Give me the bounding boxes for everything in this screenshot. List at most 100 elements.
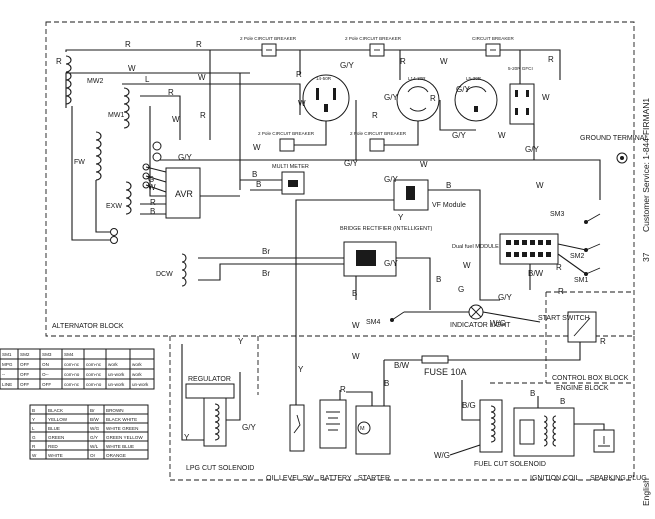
- lpg-cut-solenoid: LPG CUT SOLENOID: [186, 397, 254, 472]
- svg-text:W: W: [172, 115, 180, 124]
- svg-text:B: B: [352, 289, 357, 298]
- svg-text:R: R: [558, 287, 564, 296]
- wire-R-starter: [346, 391, 373, 406]
- switch-table-value: OFF: [20, 372, 29, 377]
- winding-fw: FW: [74, 131, 102, 181]
- multi-meter-label: MULTI METER: [272, 164, 309, 170]
- color-legend-name: RED: [48, 444, 58, 449]
- svg-text:R: R: [125, 40, 131, 49]
- bridge-rectifier-label: BRIDGE RECTIFIER (INTELLIGENT): [340, 226, 432, 232]
- svg-text:R: R: [400, 57, 406, 66]
- bridge-rectifier: BRIDGE RECTIFIER (INTELLIGENT): [340, 226, 432, 277]
- ground-terminal-label: GROUND TERMINAL: [580, 135, 648, 142]
- wire-breaker1-out: [276, 49, 301, 75]
- battery: BATTERY: [319, 399, 352, 482]
- regulator-label: REGULATOR: [188, 376, 231, 383]
- svg-text:B: B: [436, 275, 441, 284]
- svg-text:W: W: [253, 143, 261, 152]
- color-legend-name: WHITE BLUE: [106, 444, 134, 449]
- wire-avr-2: [145, 175, 167, 183]
- switch-table-header: SM4: [64, 352, 74, 357]
- engine-block-label: ENGINE BLOCK: [556, 385, 609, 392]
- switch-table-value: ON: [42, 362, 49, 367]
- sparking-plug: SPARKING PLUG: [590, 429, 647, 482]
- dual-fuel-module-label: Dual fuel MODULE: [452, 244, 499, 250]
- wire-fw-return: [95, 180, 110, 233]
- switch-table-value: com-no: [64, 372, 80, 377]
- switch-table-value: un-work: [108, 382, 125, 387]
- oil-level-switch: OIL LEVEL SW: [266, 404, 314, 482]
- switch-table-value: work: [108, 362, 118, 367]
- svg-text:R: R: [372, 111, 378, 120]
- svg-text:B: B: [256, 180, 261, 189]
- exw-label: EXW: [106, 203, 122, 210]
- switch-table-value: OFF: [20, 362, 29, 367]
- svg-text:R: R: [430, 94, 436, 103]
- fuse-10a: FUSE 10A: [421, 355, 467, 377]
- dcw-label: DCW: [156, 271, 173, 278]
- svg-text:G/Y: G/Y: [384, 175, 398, 184]
- color-legend-name: WHITE GREEN: [106, 426, 138, 431]
- mw2-label: MW2: [87, 78, 103, 85]
- switch-table-value: un-work: [108, 372, 125, 377]
- svg-text:Y: Y: [184, 433, 190, 442]
- wire-GY-rect: [396, 257, 431, 310]
- winding-exw: EXW: [106, 181, 132, 215]
- circuit-breaker-5-label: 2 Pole CIRCUIT BREAKER: [350, 131, 407, 136]
- circuit-breaker-3-label: CIRCUIT BREAKER: [472, 36, 514, 41]
- switch-table-value: O--: [42, 372, 49, 377]
- switch-table-header: SO-NO: [108, 352, 123, 357]
- dual-fuel-module: Dual fuel MODULE: [452, 233, 559, 265]
- lpg-cut-solenoid-label: LPG CUT SOLENOID: [186, 465, 254, 472]
- svg-text:W: W: [198, 73, 206, 82]
- switch-table-value: un-work: [132, 382, 149, 387]
- svg-text:W: W: [542, 93, 550, 102]
- switch-table-value: work: [132, 362, 142, 367]
- svg-text:G/Y: G/Y: [384, 259, 398, 268]
- color-legend-code: B/W: [90, 417, 99, 422]
- wire-breaker2-out: [384, 49, 401, 80]
- svg-text:R: R: [556, 263, 562, 272]
- wire-spark: [574, 423, 605, 430]
- color-legend-code: G: [32, 435, 36, 440]
- svg-text:W: W: [440, 57, 448, 66]
- color-legend-name: BLACK WHITE: [106, 417, 137, 422]
- color-legend-code: Br: [90, 408, 95, 413]
- avr-label: AVR: [175, 189, 193, 199]
- wire-R-mw1: [140, 95, 181, 140]
- switch-table-value: LINE: [2, 382, 12, 387]
- svg-text:G: G: [458, 285, 464, 294]
- svg-text:G/Y: G/Y: [456, 85, 470, 94]
- outlet-14-50r-label: 14-50R: [316, 76, 332, 81]
- starter-motor-symbol: M: [360, 426, 365, 432]
- svg-text:W/G: W/G: [490, 319, 506, 328]
- color-legend-code: L: [32, 426, 35, 431]
- fuse-label: FUSE 10A: [424, 367, 467, 377]
- circuit-breaker-4-label: 2 Pole CIRCUIT BREAKER: [258, 131, 315, 136]
- customer-service-text: Customer Service: 1-844-FIRMAN1: [641, 97, 651, 232]
- sm4-label: SM4: [366, 319, 381, 326]
- wire-Y-vf: [295, 199, 394, 320]
- svg-text:B/W: B/W: [394, 361, 410, 370]
- wire-fuse-out: [448, 342, 581, 361]
- switch-table-value: com-nc: [86, 362, 102, 367]
- wire-sm1: [557, 253, 587, 275]
- svg-text:B: B: [384, 379, 389, 388]
- switch-table-cell: [129, 378, 155, 390]
- wire-breaker3-out: [500, 49, 521, 84]
- control-box-block-label: CONTROL BOX BLOCK: [552, 375, 629, 382]
- svg-text:G/Y: G/Y: [525, 145, 539, 154]
- switch-table-value: com-no: [86, 382, 102, 387]
- fw-label: FW: [74, 159, 85, 166]
- wire-GY-ground: [160, 159, 601, 200]
- circuit-breaker-5: 2 Pole CIRCUIT BREAKER: [350, 131, 407, 152]
- indicator-light-label: INDICATOR LIGHT: [450, 322, 511, 329]
- outlet-l5-30r-label: L5-30R: [466, 76, 482, 81]
- svg-text:R: R: [150, 198, 156, 207]
- wire-dual-fuel-B: [479, 230, 500, 301]
- switch-table-value: --: [2, 372, 6, 377]
- color-legend-name: GREEN YELLOW: [106, 435, 143, 440]
- wire-Y-lpg: [181, 344, 204, 441]
